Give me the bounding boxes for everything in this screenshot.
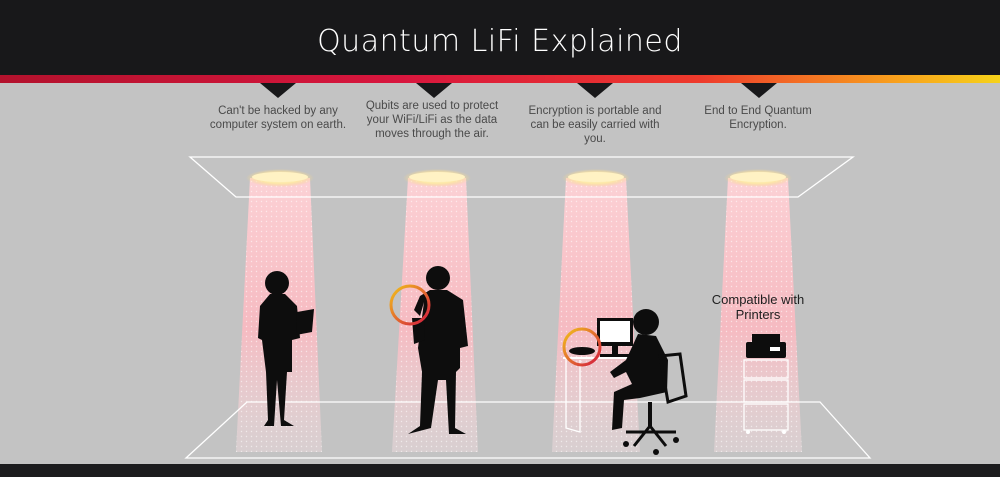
printer-label: Compatible with Printers bbox=[711, 292, 805, 322]
signal-ring-phone-icon bbox=[389, 284, 431, 326]
caption-3: Encryption is portable and can be easily… bbox=[528, 105, 662, 145]
person-with-laptop bbox=[258, 271, 314, 426]
page-title: Quantum LiFi Explained bbox=[317, 24, 683, 59]
footer-bar bbox=[0, 464, 1000, 477]
gradient-divider bbox=[0, 75, 1000, 83]
floor-plane bbox=[184, 401, 872, 459]
caption-1: Can't be hacked by any computer system o… bbox=[209, 105, 347, 131]
caption-2: Qubits are used to protect your WiFi/LiF… bbox=[365, 100, 499, 140]
caption-4: End to End Quantum Encryption. bbox=[704, 105, 812, 131]
desk-workstation bbox=[563, 318, 640, 433]
ceiling-lamps bbox=[246, 169, 792, 187]
header-bar bbox=[0, 0, 1000, 76]
printer-on-stand bbox=[743, 334, 789, 434]
pointer-markers bbox=[260, 83, 777, 98]
seated-person bbox=[610, 309, 688, 455]
signal-ring-device-icon bbox=[562, 327, 602, 367]
ceiling-plane bbox=[188, 156, 855, 198]
